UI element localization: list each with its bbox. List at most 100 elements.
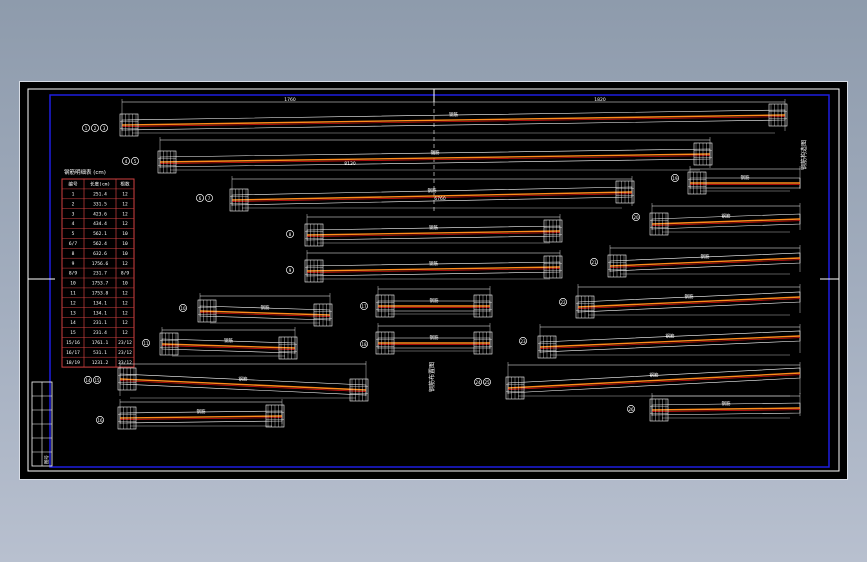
schedule-cell: 1231.2 <box>92 360 109 366</box>
callout-marker-label: 1 <box>85 126 88 131</box>
callout-marker <box>131 157 139 165</box>
callout-marker <box>474 378 482 386</box>
bar-mid-label: 钢筋 <box>722 213 731 220</box>
schedule-cell: 5 <box>72 231 75 237</box>
schedule-cell: 12 <box>122 310 128 316</box>
bar-mid-label: 钢筋 <box>741 174 750 181</box>
schedule-cell: 12 <box>122 261 128 267</box>
schedule-cell: 12 <box>122 211 128 217</box>
callout-marker <box>100 124 108 132</box>
schedule-cell: 15 <box>70 330 76 336</box>
schedule-cell: 331.5 <box>93 201 107 207</box>
schedule-cell: 1753.7 <box>92 281 109 287</box>
bar-mid-label: 钢筋 <box>430 334 439 341</box>
rebar-line <box>507 372 801 389</box>
callout-marker <box>142 339 150 347</box>
schedule-header-cell: 长度(cm) <box>90 181 110 188</box>
rebar-line-secondary <box>231 193 633 202</box>
bar-schedule-table: 钢筋明细表 (cm) 编号 长度(cm) 根数 1 251.4 12 2 331.5 12 3 4 23… <box>61 168 135 368</box>
rebar-line-secondary <box>507 374 801 390</box>
schedule-cell: 4 <box>72 221 75 227</box>
schedule-cell: 251.4 <box>93 192 107 198</box>
callout-marker-label: 5 <box>134 159 137 164</box>
callout-marker <box>286 230 294 238</box>
schedule-cell: 10 <box>122 241 128 247</box>
bar-mid-label: 钢筋 <box>224 337 233 344</box>
dimension-value: 6760 <box>434 196 446 202</box>
rebar-line-secondary <box>651 409 801 412</box>
callout-marker-label: 6 <box>199 196 202 201</box>
schedule-title: 钢筋明细表 (cm) <box>64 168 106 176</box>
schedule-cell: 231.7 <box>93 271 107 277</box>
bar-mid-label: 钢筋 <box>429 224 438 231</box>
callout-marker <box>179 304 187 312</box>
schedule-cell: 531.1 <box>93 350 107 356</box>
rebar-line-secondary <box>306 232 561 237</box>
schedule-cell: 16/17 <box>66 350 80 356</box>
schedule-cell: 10 <box>70 281 76 287</box>
rebar-line-secondary <box>306 268 561 273</box>
right-vertical-note: 钢筋构造图 <box>800 140 808 170</box>
bar-mid-label: 钢筋 <box>431 149 440 156</box>
callout-marker <box>122 157 130 165</box>
dimension-value: 1820 <box>594 97 606 103</box>
rebar-line <box>119 415 283 419</box>
rebar-line <box>231 191 633 201</box>
outer-frame <box>27 88 840 472</box>
callout-marker <box>483 378 491 386</box>
schedule-cell: 23/12 <box>118 350 132 356</box>
schedule-header-cell: 编号 <box>68 181 78 188</box>
schedule-cell: 2 <box>72 201 75 207</box>
callout-marker-label: 4 <box>125 159 128 164</box>
callout-marker-label: 11 <box>143 341 149 346</box>
callout-marker-label: 10 <box>180 306 186 311</box>
schedule-cell: 12 <box>122 221 128 227</box>
rebar-line-secondary <box>651 220 801 226</box>
schedule-cell: 9 <box>72 261 75 267</box>
rebar-line-secondary <box>119 417 283 420</box>
schedule-cell: 13 <box>70 310 76 316</box>
schedule-cell: 10 <box>122 251 128 257</box>
rebar-line <box>199 310 331 316</box>
bar-mid-label: 钢筋 <box>429 260 438 267</box>
rebar-line-secondary <box>119 380 367 392</box>
rebar-line-secondary <box>539 337 801 349</box>
schedule-cell: 434.4 <box>93 221 107 227</box>
rebar-line-secondary <box>199 312 331 317</box>
dimension-value: 8130 <box>344 161 356 167</box>
schedule-cell: 1753.8 <box>92 291 109 297</box>
callout-marker-label: 21 <box>591 260 597 265</box>
schedule-cell: 3 <box>72 211 75 217</box>
bar-mid-label: 钢筋 <box>685 293 694 300</box>
schedule-header-cell: 根数 <box>120 181 130 188</box>
rebar-line-secondary <box>577 298 801 309</box>
callout-marker-label: 15 <box>94 378 100 383</box>
schedule-cell: 12 <box>122 291 128 297</box>
dimension-value: 1760 <box>284 97 296 103</box>
schedule-cell: 231.1 <box>93 320 107 326</box>
schedule-cell: 14 <box>70 320 76 326</box>
bar-mid-label: 钢筋 <box>239 376 248 383</box>
schedule-cell: 1 <box>72 192 75 198</box>
callout-marker <box>96 416 104 424</box>
rebar-line-secondary <box>121 116 786 127</box>
callout-marker-label: 9 <box>289 268 292 273</box>
schedule-cell: 10 <box>122 281 128 287</box>
schedule-border <box>61 178 135 368</box>
callout-marker-label: 23 <box>520 339 526 344</box>
callout-marker <box>84 376 92 384</box>
schedule-cell: 23/12 <box>118 360 132 366</box>
schedule-cell: 23/12 <box>118 340 132 346</box>
callout-marker <box>286 266 294 274</box>
rebar-line <box>609 257 801 267</box>
callout-marker <box>632 213 640 221</box>
schedule-cell: 10 <box>122 231 128 237</box>
schedule-cell: 562.4 <box>93 241 107 247</box>
schedule-cell: 15/16 <box>66 340 80 346</box>
callout-marker-label: 7 <box>208 196 211 201</box>
schedule-cell: 12 <box>122 201 128 207</box>
bar-mid-label: 钢筋 <box>428 187 437 194</box>
rebar-line <box>651 218 801 225</box>
